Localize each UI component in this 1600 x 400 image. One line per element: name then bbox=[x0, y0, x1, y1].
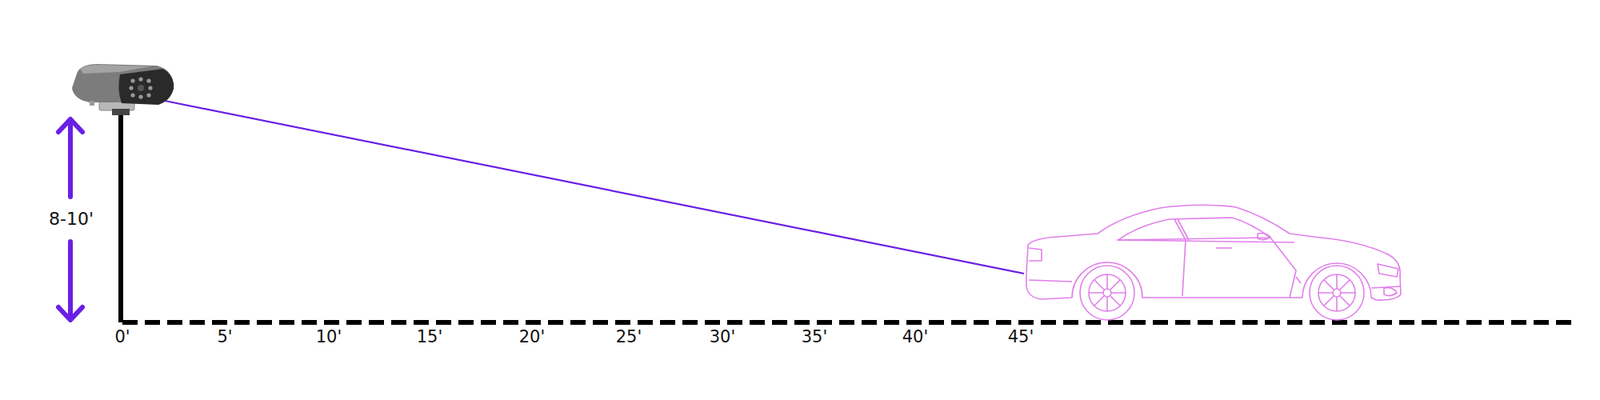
car-handle bbox=[1216, 247, 1232, 249]
scale-label: 45' bbox=[1008, 328, 1035, 347]
scale-label: 35' bbox=[801, 328, 828, 347]
scale-label: 15' bbox=[416, 328, 444, 347]
car-window bbox=[1118, 217, 1271, 240]
arrow-shaft bbox=[68, 120, 73, 197]
sight-line bbox=[164, 100, 1024, 274]
scale-label: 20' bbox=[519, 328, 546, 347]
scale-label: 5' bbox=[216, 328, 232, 347]
car-wheel bbox=[1080, 265, 1135, 320]
car-tail-light bbox=[1028, 248, 1042, 261]
scale-label: 30' bbox=[709, 328, 736, 347]
car-head-light bbox=[1377, 264, 1399, 296]
arrow-head bbox=[58, 307, 83, 320]
dimension-label: 8-10' bbox=[47, 208, 96, 231]
car-door-lines bbox=[1116, 237, 1296, 298]
camera-screw bbox=[89, 100, 95, 106]
scale-label: 0' bbox=[114, 328, 130, 347]
car-mirror bbox=[1257, 233, 1271, 240]
car-pillar bbox=[1174, 219, 1189, 240]
ground-line bbox=[122, 320, 1572, 325]
scale-label: 40' bbox=[902, 328, 929, 347]
camera-mount bbox=[112, 108, 130, 116]
pole bbox=[118, 112, 124, 323]
car bbox=[1026, 204, 1401, 320]
arrow-shaft bbox=[68, 241, 73, 319]
scale-label: 10' bbox=[316, 328, 343, 347]
car-wheel bbox=[1309, 265, 1364, 320]
scale-label: 25' bbox=[616, 328, 643, 347]
camera-leds bbox=[128, 76, 152, 99]
camera bbox=[72, 64, 174, 116]
camera-face bbox=[118, 68, 174, 105]
